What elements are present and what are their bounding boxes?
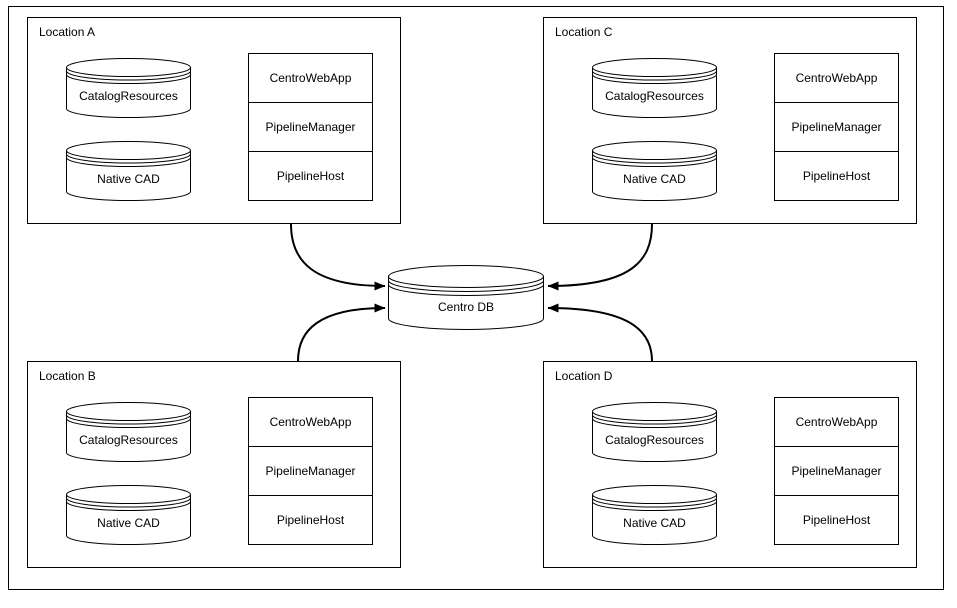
- datastore-cylinder-catalogresources: CatalogResources: [592, 402, 717, 462]
- centro-db-cylinder: Centro DB: [388, 265, 544, 330]
- service-row: PipelineHost: [249, 151, 372, 200]
- service-stack: CentroWebApp PipelineManager PipelineHos…: [248, 53, 373, 201]
- datastore-label: Native CAD: [623, 516, 686, 530]
- service-stack: CentroWebApp PipelineManager PipelineHos…: [774, 397, 899, 545]
- location-title: Location B: [39, 369, 96, 383]
- datastore-label: Native CAD: [623, 172, 686, 186]
- centro-db-label: Centro DB: [437, 299, 495, 314]
- datastore-label: CatalogResources: [605, 89, 704, 103]
- service-stack: CentroWebApp PipelineManager PipelineHos…: [248, 397, 373, 545]
- cylinder-shape: [66, 485, 191, 545]
- datastore-cylinder-nativecad: Native CAD: [66, 141, 191, 201]
- service-stack: CentroWebApp PipelineManager PipelineHos…: [774, 53, 899, 201]
- service-row: CentroWebApp: [269, 71, 352, 85]
- datastore-cylinder-catalogresources: CatalogResources: [592, 58, 717, 118]
- datastore-cylinder-catalogresources: CatalogResources: [66, 58, 191, 118]
- service-row: PipelineManager: [775, 446, 898, 495]
- cylinder-shape: [592, 141, 717, 201]
- service-row: PipelineManager: [249, 102, 372, 151]
- service-row: CentroWebApp: [269, 415, 352, 429]
- cylinder-shape: [592, 402, 717, 462]
- location-panel-b: Location B CatalogResources Native CAD C…: [27, 361, 401, 568]
- datastore-cylinder-nativecad: Native CAD: [592, 141, 717, 201]
- datastore-label: CatalogResources: [605, 433, 704, 447]
- service-row: CentroWebApp: [795, 415, 878, 429]
- cylinder-shape: [66, 141, 191, 201]
- cylinder-shape: [592, 58, 717, 118]
- cylinder-shape: [66, 58, 191, 118]
- cylinder-shape: [388, 265, 544, 330]
- datastore-label: CatalogResources: [79, 433, 178, 447]
- datastore-cylinder-nativecad: Native CAD: [592, 485, 717, 545]
- location-panel-a: Location A CatalogResources Native CAD C…: [27, 17, 401, 224]
- service-row: PipelineHost: [775, 151, 898, 200]
- datastore-label: Native CAD: [97, 516, 160, 530]
- location-panel-c: Location C CatalogResources Native CAD C…: [543, 17, 917, 224]
- cylinder-shape: [592, 485, 717, 545]
- location-title: Location A: [39, 25, 96, 39]
- service-row: PipelineHost: [775, 495, 898, 544]
- datastore-cylinder-catalogresources: CatalogResources: [66, 402, 191, 462]
- datastore-cylinder-nativecad: Native CAD: [66, 485, 191, 545]
- service-row: PipelineHost: [249, 495, 372, 544]
- datastore-label: Native CAD: [97, 172, 160, 186]
- location-title: Location C: [555, 25, 613, 39]
- datastore-label: CatalogResources: [79, 89, 178, 103]
- service-row: PipelineManager: [249, 446, 372, 495]
- location-title: Location D: [555, 369, 613, 383]
- location-panel-d: Location D CatalogResources Native CAD C…: [543, 361, 917, 568]
- service-row: PipelineManager: [775, 102, 898, 151]
- service-row: CentroWebApp: [795, 71, 878, 85]
- cylinder-shape: [66, 402, 191, 462]
